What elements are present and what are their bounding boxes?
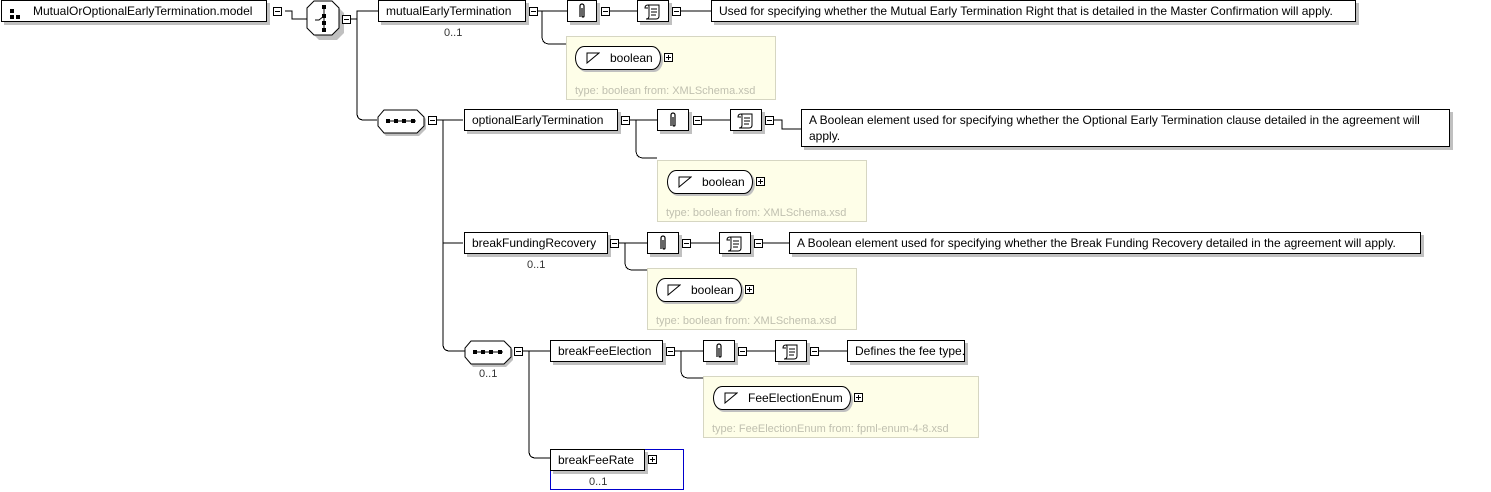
- breakFeeRate-expand-toggle[interactable]: [648, 455, 657, 464]
- documentation-collapse-toggle[interactable]: [754, 239, 763, 248]
- element-label: breakFeeRate: [558, 453, 635, 467]
- root-label: MutualOrOptionalEarlyTermination.model: [33, 4, 253, 18]
- model-group-icon: [9, 6, 23, 19]
- paperclip-icon: [660, 235, 666, 250]
- type-boolean[interactable]: boolean: [667, 170, 753, 194]
- root-collapse-toggle[interactable]: [273, 7, 282, 16]
- type-expand-toggle[interactable]: [756, 177, 765, 186]
- sequence-compositor-icon: [377, 109, 426, 136]
- choice-compositor[interactable]: [306, 0, 344, 40]
- paperclip-icon: [716, 343, 722, 358]
- choice-collapse-toggle[interactable]: [342, 15, 351, 24]
- documentation-content: A Boolean element used for specifying wh…: [797, 236, 1396, 250]
- annotation-node[interactable]: [657, 109, 689, 131]
- annotation-node[interactable]: [647, 232, 679, 254]
- type-source: type: FeeElectionEnum from: fpml-enum-4-…: [712, 423, 949, 435]
- sequence-compositor-icon: [464, 340, 513, 367]
- multiplicity-label: 0..1: [444, 27, 463, 39]
- annotation-collapse-toggle[interactable]: [738, 347, 747, 356]
- simple-type-icon: [678, 176, 692, 188]
- multiplicity-label: 0..1: [479, 368, 498, 380]
- mutualEarlyTermination-collapse-toggle[interactable]: [529, 7, 538, 16]
- type-label: FeeElectionEnum: [748, 391, 843, 405]
- documentation-node[interactable]: [719, 232, 751, 254]
- documentation-content: Defines the fee type.: [855, 344, 966, 358]
- annotation-collapse-toggle[interactable]: [682, 239, 691, 248]
- type-source: type: boolean from: XMLSchema.xsd: [575, 85, 756, 97]
- documentation-collapse-toggle[interactable]: [765, 116, 774, 125]
- documentation-text: A Boolean element used for specifying wh…: [801, 109, 1450, 147]
- documentation-collapse-toggle[interactable]: [672, 7, 681, 16]
- documentation-content: Used for specifying whether the Mutual E…: [719, 4, 1333, 18]
- scroll-icon: [726, 236, 742, 252]
- root-model-group[interactable]: MutualOrOptionalEarlyTermination.model: [1, 0, 267, 22]
- type-label: boolean: [702, 175, 745, 189]
- documentation-collapse-toggle[interactable]: [810, 347, 819, 356]
- annotation-collapse-toggle[interactable]: [601, 7, 610, 16]
- documentation-text: Used for specifying whether the Mutual E…: [711, 0, 1356, 22]
- element-optionalEarlyTermination[interactable]: optionalEarlyTermination: [464, 109, 618, 131]
- element-breakFeeElection[interactable]: breakFeeElection: [550, 340, 663, 362]
- sequence-compositor[interactable]: [377, 109, 426, 136]
- sequence-collapse-toggle[interactable]: [428, 116, 437, 125]
- type-expand-toggle[interactable]: [664, 53, 673, 62]
- element-breakFeeRate[interactable]: breakFeeRate: [550, 449, 645, 471]
- paperclip-icon: [579, 3, 585, 18]
- element-label: breakFundingRecovery: [472, 236, 597, 250]
- type-source: type: boolean from: XMLSchema.xsd: [666, 207, 847, 219]
- scroll-icon: [737, 113, 753, 129]
- simple-type-icon: [586, 52, 600, 64]
- multiplicity-label: 0..1: [527, 259, 546, 271]
- scroll-icon: [644, 4, 660, 20]
- type-expand-toggle[interactable]: [854, 393, 863, 402]
- documentation-text: A Boolean element used for specifying wh…: [789, 232, 1421, 254]
- type-label: boolean: [691, 283, 734, 297]
- type-expand-toggle[interactable]: [745, 285, 754, 294]
- documentation-node[interactable]: [637, 0, 669, 22]
- type-FeeElectionEnum[interactable]: FeeElectionEnum: [713, 386, 851, 410]
- scroll-icon: [782, 344, 798, 360]
- type-boolean[interactable]: boolean: [656, 278, 742, 302]
- documentation-text: Defines the fee type.: [847, 340, 965, 362]
- breakFundingRecovery-collapse-toggle[interactable]: [610, 239, 619, 248]
- documentation-content: A Boolean element used for specifying wh…: [809, 113, 1420, 143]
- multiplicity-label: 0..1: [589, 476, 608, 488]
- documentation-node[interactable]: [730, 109, 762, 131]
- type-boolean[interactable]: boolean: [575, 46, 661, 70]
- element-breakFundingRecovery[interactable]: breakFundingRecovery: [464, 232, 608, 254]
- sequence-collapse-toggle[interactable]: [514, 347, 523, 356]
- type-label: boolean: [610, 51, 653, 65]
- element-label: breakFeeElection: [558, 344, 652, 358]
- documentation-node[interactable]: [775, 340, 807, 362]
- simple-type-icon: [724, 392, 738, 404]
- choice-compositor-icon: [306, 0, 344, 40]
- element-label: mutualEarlyTermination: [386, 4, 512, 18]
- optionalEarlyTermination-collapse-toggle[interactable]: [621, 116, 630, 125]
- annotation-collapse-toggle[interactable]: [693, 116, 702, 125]
- type-source: type: boolean from: XMLSchema.xsd: [656, 315, 837, 327]
- breakFeeElection-collapse-toggle[interactable]: [666, 347, 675, 356]
- element-mutualEarlyTermination[interactable]: mutualEarlyTermination: [378, 0, 526, 22]
- sequence-compositor-optional[interactable]: [464, 340, 513, 367]
- annotation-node[interactable]: [703, 340, 735, 362]
- simple-type-icon: [667, 284, 681, 296]
- paperclip-icon: [670, 112, 676, 127]
- element-label: optionalEarlyTermination: [472, 113, 604, 127]
- annotation-node[interactable]: [567, 0, 597, 22]
